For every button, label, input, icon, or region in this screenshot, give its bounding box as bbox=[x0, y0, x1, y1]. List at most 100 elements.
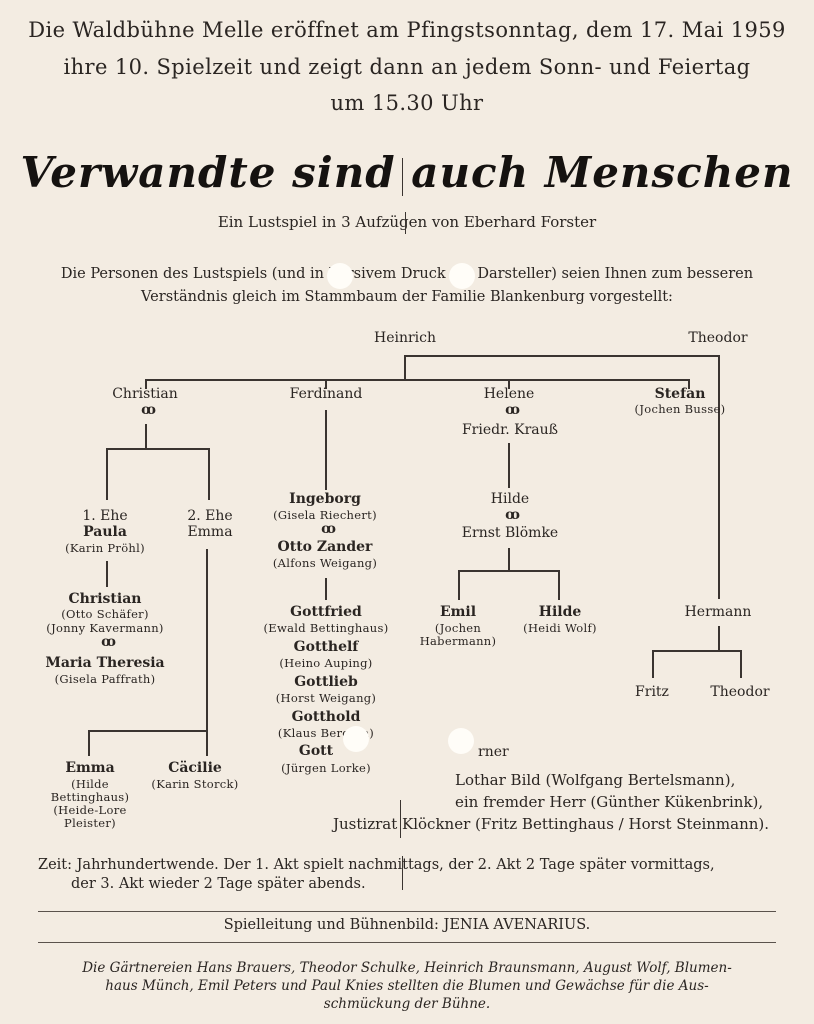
cast-ingeborg: (Gisela Riechert) bbox=[273, 508, 377, 522]
cast-maria: (Gisela Paffrath) bbox=[54, 672, 156, 686]
tree-line bbox=[718, 355, 720, 599]
node-ferdinand: Ferdinand bbox=[289, 386, 363, 402]
node-christian: Christian bbox=[112, 386, 178, 402]
cast-emma-3: (Heide-Lore bbox=[53, 803, 127, 817]
node-helene: Helene bbox=[483, 386, 535, 402]
node-hermann: Hermann bbox=[684, 604, 752, 620]
cast-christian-1: (Otto Schäfer) bbox=[61, 607, 149, 621]
rings-icon: ꝏ bbox=[505, 507, 520, 523]
node-gotthelf: Gotthelf bbox=[293, 639, 359, 655]
direction-credit: Spielleitung und Bühnenbild: JENIA AVENA… bbox=[223, 917, 591, 933]
label-first-marriage: 1. Ehe bbox=[82, 508, 128, 524]
punch-hole bbox=[343, 726, 369, 752]
cast-caecilie: (Karin Storck) bbox=[151, 777, 239, 791]
punch-hole bbox=[327, 263, 353, 289]
crease-mark bbox=[405, 212, 406, 234]
cast-emma-1: (Hilde bbox=[71, 777, 109, 791]
node-gottlieb: Gottlieb bbox=[294, 674, 358, 690]
tree-line bbox=[206, 549, 208, 756]
node-gott5: Gott bbox=[298, 743, 334, 759]
tree-line bbox=[106, 448, 108, 500]
cast-gottlieb: (Horst Weigang) bbox=[275, 691, 377, 705]
tree-line bbox=[106, 448, 210, 450]
node-heinrich: Heinrich bbox=[373, 330, 436, 346]
play-subtitle: Ein Lustspiel in 3 Aufzügen von Eberhard… bbox=[217, 213, 597, 231]
cast-emma-4: Pleister) bbox=[64, 816, 116, 830]
tree-line bbox=[508, 548, 510, 570]
node-fritz: Fritz bbox=[635, 684, 669, 700]
node-ingeborg: Ingeborg bbox=[289, 491, 361, 507]
rings-icon: ꝏ bbox=[505, 402, 520, 418]
tree-line bbox=[88, 730, 90, 756]
intro-line-3: um 15.30 Uhr bbox=[330, 91, 484, 115]
cast-emil-2: Habermann) bbox=[419, 634, 497, 648]
label-second-marriage: 2. Ehe bbox=[187, 508, 233, 524]
tree-line bbox=[145, 424, 147, 448]
tree-line bbox=[325, 379, 327, 389]
tree-line bbox=[88, 730, 208, 732]
others-line-3: Justizrat Klöckner (Fritz Bettinghaus / … bbox=[333, 815, 770, 833]
crease-mark bbox=[402, 856, 403, 890]
node-maria-theresia: Maria Theresia bbox=[45, 655, 165, 671]
cast-gott5: (Jürgen Lorke) bbox=[281, 761, 371, 775]
node-friedr-krauss: Friedr. Krauß bbox=[461, 422, 559, 438]
cast-emma-2: Bettinghaus) bbox=[50, 790, 130, 804]
tree-line bbox=[652, 650, 654, 678]
node-caecilie: Cäcilie bbox=[168, 760, 222, 776]
others-line-2: ein fremder Herr (Günther Kükenbrink), bbox=[455, 793, 764, 811]
cast-otto: (Alfons Weigang) bbox=[272, 556, 378, 570]
others-label: rner bbox=[478, 744, 509, 760]
tree-line bbox=[325, 578, 327, 600]
tree-line bbox=[740, 650, 742, 678]
play-title: Verwandte sind auch Menschen bbox=[20, 148, 794, 197]
node-emma-wife: Emma bbox=[187, 524, 233, 540]
node-gotthold: Gotthold bbox=[291, 709, 361, 725]
tree-line bbox=[145, 379, 147, 389]
tree-line bbox=[404, 355, 406, 380]
tree-line bbox=[106, 561, 108, 587]
node-ernst-bloemke: Ernst Blömke bbox=[461, 525, 559, 541]
tree-line bbox=[508, 443, 510, 488]
divider bbox=[38, 942, 776, 943]
rings-icon: ꝏ bbox=[141, 402, 156, 418]
lead-line-1: Die Personen des Lustspiels (und in kurs… bbox=[60, 266, 754, 282]
tree-line bbox=[458, 570, 560, 572]
tree-line bbox=[652, 650, 742, 652]
tree-line bbox=[558, 570, 560, 600]
cast-gottfried: (Ewald Bettinghaus) bbox=[263, 621, 389, 635]
tree-line bbox=[458, 570, 460, 600]
node-theodor: Theodor bbox=[688, 330, 748, 346]
cast-paula: (Karin Pröhl) bbox=[65, 541, 145, 555]
node-emil: Emil bbox=[439, 604, 477, 620]
footer-line-1: Die Gärtnereien Hans Brauers, Theodor Sc… bbox=[82, 960, 732, 976]
time-line-2: der 3. Akt wieder 2 Tage später abends. bbox=[71, 876, 366, 892]
time-line-1: Zeit: Jahrhundertwende. Der 1. Akt spiel… bbox=[38, 857, 715, 873]
cast-gotthold: (Klaus Berg nn) bbox=[277, 726, 375, 740]
node-stefan: Stefan bbox=[654, 386, 706, 402]
punch-hole bbox=[449, 263, 475, 289]
punch-hole bbox=[448, 728, 474, 754]
node-emma: Emma bbox=[65, 760, 115, 776]
cast-christian-2: (Jonny Kavermann) bbox=[46, 621, 164, 635]
lead-line-2: Verständnis gleich im Stammbaum der Fami… bbox=[141, 289, 673, 305]
intro-line-1: Die Waldbühne Melle eröffnet am Pfingsts… bbox=[28, 18, 786, 42]
node-gottfried: Gottfried bbox=[290, 604, 362, 620]
footer-line-2: haus Münch, Emil Peters und Paul Knies s… bbox=[105, 978, 709, 994]
node-christian-jr: Christian bbox=[68, 591, 142, 607]
divider bbox=[38, 911, 776, 912]
rings-icon: ꝏ bbox=[101, 634, 116, 650]
others-line-1: Lothar Bild (Wolfgang Bertelsmann), bbox=[455, 771, 736, 789]
crease-mark bbox=[402, 158, 403, 196]
tree-line bbox=[145, 379, 689, 381]
tree-line bbox=[325, 410, 327, 490]
intro-line-2: ihre 10. Spielzeit und zeigt dann an jed… bbox=[63, 55, 751, 79]
tree-line bbox=[508, 379, 510, 389]
cast-hilde-low: (Heidi Wolf) bbox=[523, 621, 597, 635]
tree-line bbox=[404, 355, 720, 357]
footer-line-3: schmückung der Bühne. bbox=[323, 996, 491, 1012]
cast-emil-1: (Jochen bbox=[434, 621, 482, 635]
node-paula: Paula bbox=[83, 524, 127, 540]
tree-line bbox=[688, 379, 690, 389]
node-hilde-low: Hilde bbox=[538, 604, 582, 620]
node-hilde-mid: Hilde bbox=[490, 491, 530, 507]
